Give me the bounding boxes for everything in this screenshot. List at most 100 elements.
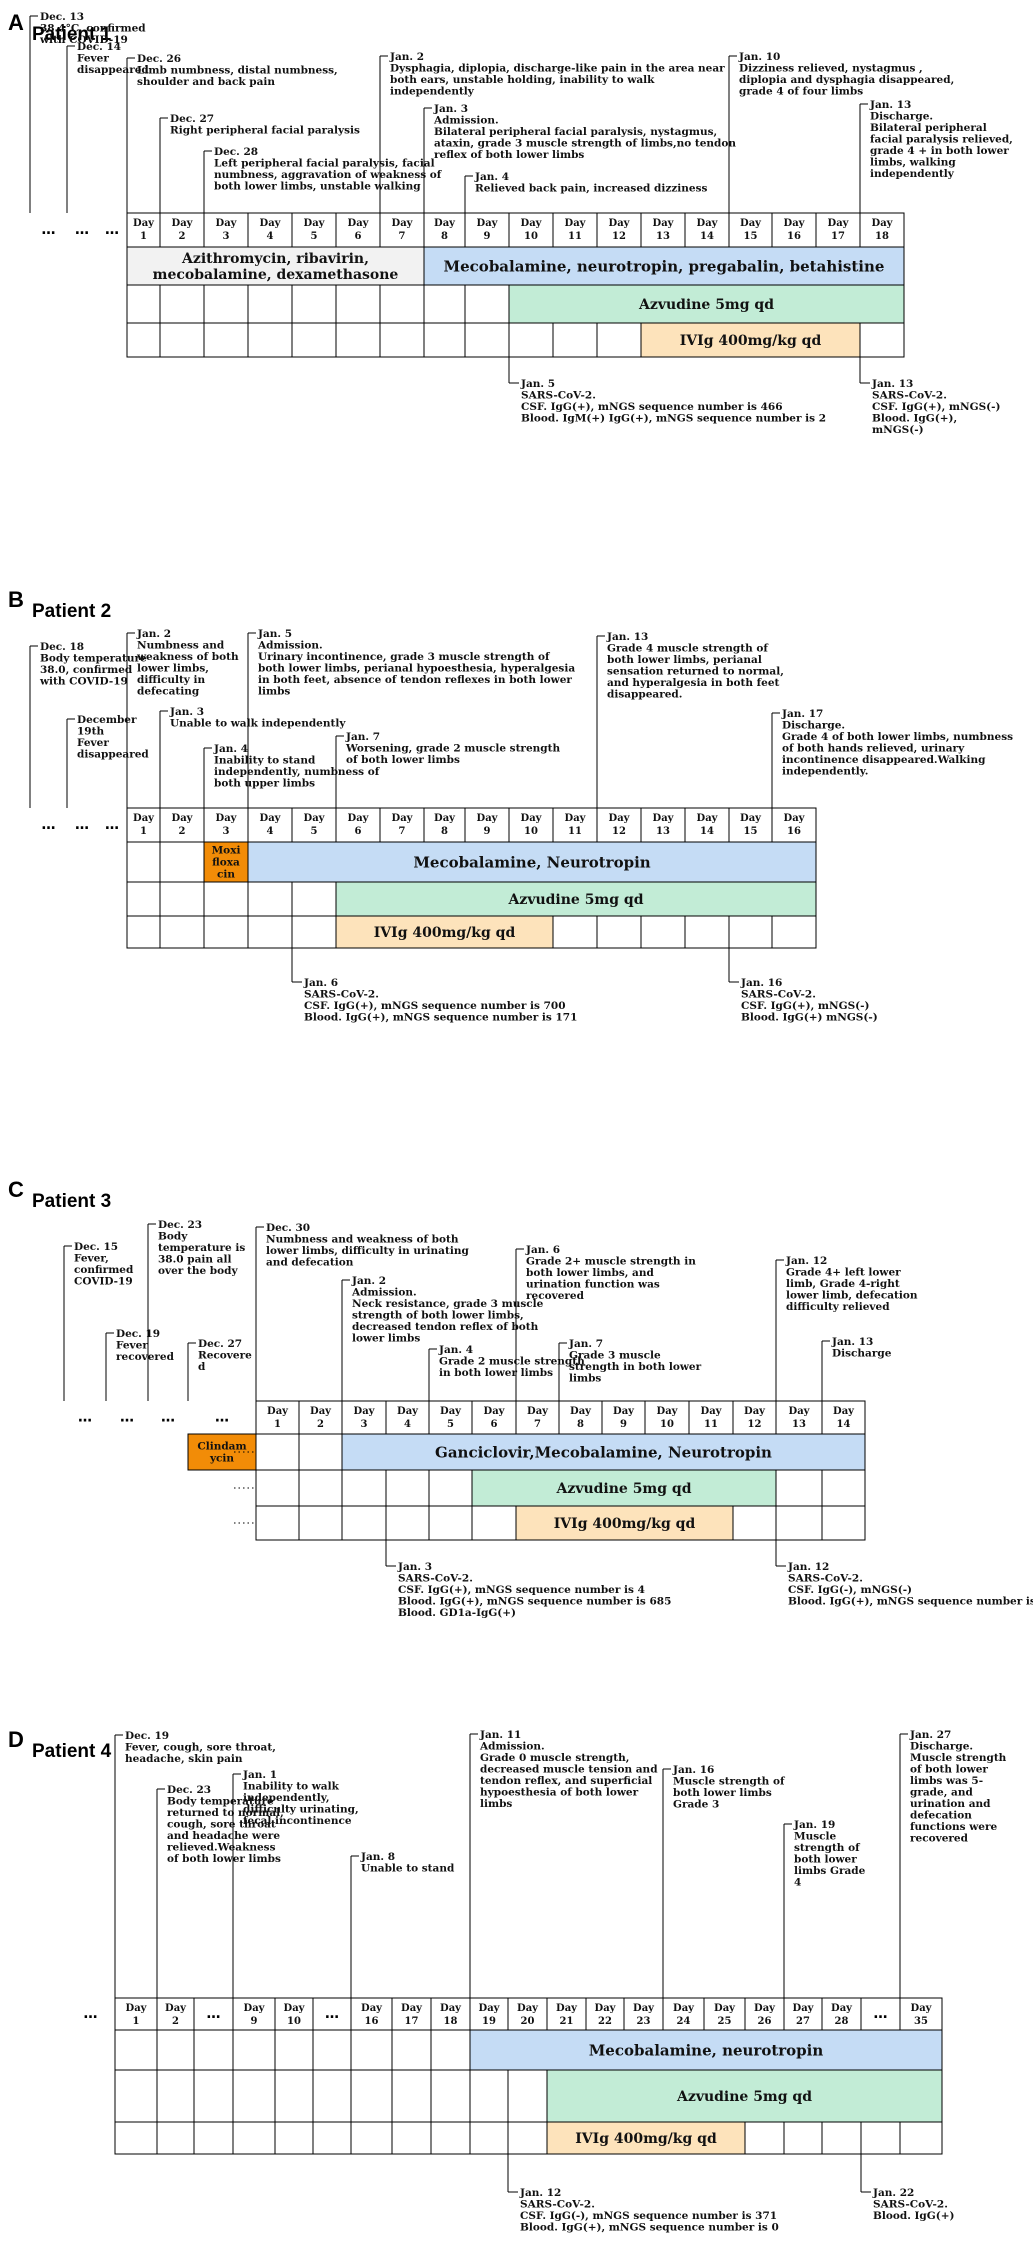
ellipsis: … — [161, 1410, 175, 1426]
ellipsis: … — [42, 222, 56, 238]
treatment-label: Mecobalamine, Neurotropin — [413, 853, 650, 871]
treatment-bar — [335, 881, 817, 917]
treatment-label: IVIg 400mg/kg qd — [554, 1516, 696, 1532]
panel-title: Patient 3 — [32, 1191, 111, 1212]
ellipsis: … — [105, 222, 119, 238]
ellipsis: … — [215, 1410, 229, 1426]
treatment-label: Azvudine 5mg qd — [556, 1481, 692, 1497]
ellipsis: … — [84, 2006, 98, 2022]
ellipsis: … — [42, 817, 56, 833]
panel-label: C — [8, 1177, 24, 1202]
ellipsis: … — [75, 222, 89, 238]
treatment-label: IVIg 400mg/kg qd — [680, 333, 822, 349]
treatment-bar — [515, 1505, 734, 1541]
treatment-label: Azvudine 5mg qd — [676, 2089, 812, 2105]
panel-title: Patient 1 — [32, 24, 112, 45]
treatment-label: Mecobalamine, neurotropin — [589, 2041, 824, 2059]
ellipsis: … — [75, 817, 89, 833]
ellipsis: … — [78, 1410, 92, 1426]
treatment-bar — [341, 1433, 866, 1471]
panel-title: Patient 2 — [32, 601, 111, 622]
ellipsis: … — [120, 1410, 134, 1426]
treatment-label: Mecobalamine, neurotropin, pregabalin, b… — [444, 257, 885, 275]
